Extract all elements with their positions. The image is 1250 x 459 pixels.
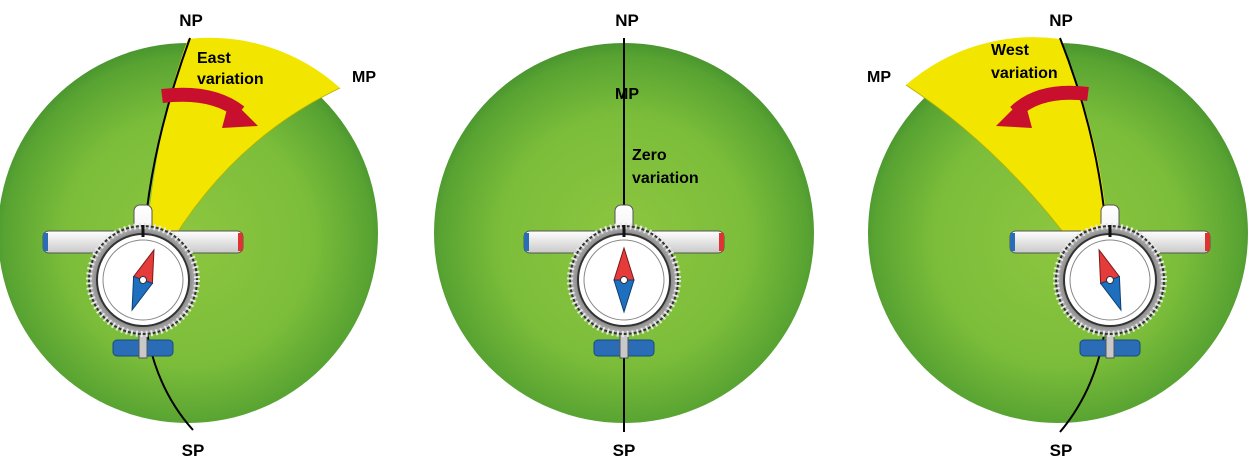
np-label-zero: NP: [615, 11, 639, 30]
np-label-east: NP: [179, 11, 203, 30]
np-label-west: NP: [1049, 11, 1073, 30]
mp-label-west: MP: [867, 69, 891, 86]
variation-line2-east: variation: [197, 71, 264, 88]
sp-label-west: SP: [1050, 441, 1073, 459]
arrow-head-east: [222, 98, 258, 128]
arrow-head-west: [996, 98, 1032, 128]
mp-label-zero: MP: [615, 86, 639, 103]
variation-line1-west: West: [991, 42, 1030, 59]
variation-wedge-west: [906, 37, 1109, 295]
variation-line1-east: East: [197, 50, 231, 67]
variation-line2-zero: variation: [632, 170, 699, 187]
variation-line2-west: variation: [991, 65, 1058, 82]
variation-line1-zero: Zero: [632, 147, 667, 164]
sp-label-zero: SP: [613, 441, 636, 459]
mp-label-east: MP: [352, 69, 376, 86]
panel-zero: NP SP MP Zero variation: [434, 11, 814, 459]
panel-west: NP SP MP West variation: [867, 11, 1248, 459]
panel-east: NP SP MP East variation: [0, 11, 378, 459]
sp-label-east: SP: [182, 441, 205, 459]
